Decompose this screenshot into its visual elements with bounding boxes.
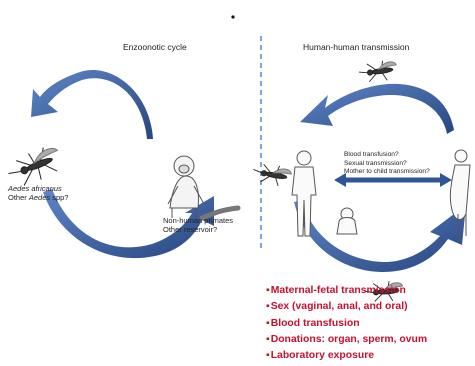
- route-maternal-fetal: Maternal-fetal transmission: [266, 283, 427, 299]
- marker-dot: [231, 15, 234, 18]
- cycle-arrow-top-right: [300, 84, 454, 134]
- route-blood-transfusion: Blood transfusion: [266, 316, 427, 332]
- baby-icon: [337, 208, 357, 234]
- host-label-reservoir: Other reservoir?: [163, 225, 233, 234]
- question-sexual: Sexual transmission?: [344, 160, 430, 169]
- route-donations: Donations: organ, sperm, ovum: [266, 332, 427, 348]
- mosquito-icon: [251, 162, 292, 188]
- right-panel-title: Human-human transmission: [303, 42, 409, 53]
- host-label-primates: Non-human primates: [163, 216, 233, 225]
- transmission-questions: Blood transfusion? Sexual transmission? …: [344, 151, 430, 177]
- left-panel-title: Enzoonotic cycle: [123, 42, 187, 53]
- host-label: Non-human primates Other reservoir?: [163, 216, 233, 235]
- transmission-routes-list: Maternal-fetal transmission Sex (vaginal…: [266, 283, 427, 364]
- vector-species-label: Aedes africanus: [8, 184, 68, 193]
- route-laboratory: Laboratory exposure: [266, 348, 427, 364]
- route-sex: Sex (vaginal, anal, and oral): [266, 299, 427, 315]
- vector-other-label: Other Aedes spp?: [8, 193, 68, 202]
- mosquito-icon: [358, 59, 398, 84]
- cycle-arrow-bottom-right: [294, 200, 466, 272]
- vector-label: Aedes africanus Other Aedes spp?: [8, 184, 68, 203]
- cycle-arrow-top-left: [31, 70, 153, 139]
- question-blood: Blood transfusion?: [344, 151, 430, 160]
- question-mother-child: Mother to child transmission?: [344, 168, 430, 177]
